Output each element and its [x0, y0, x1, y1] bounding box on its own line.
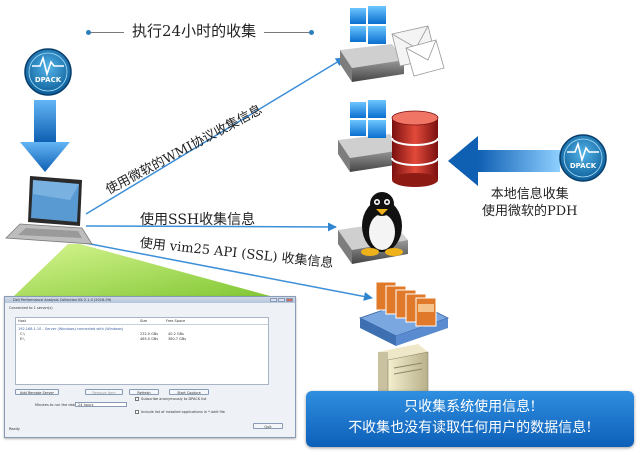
local-collection-label: 本地信息收集 使用微软的PDH — [482, 186, 578, 220]
table-row-host[interactable]: E:\ — [20, 337, 25, 341]
add-server-button[interactable]: Add Remote Server — [15, 389, 59, 395]
refresh-button[interactable]: Refresh — [129, 389, 159, 395]
include-apps-label: Include list of installed applications i… — [141, 410, 225, 414]
tux-penguin-icon — [361, 192, 403, 256]
start-capture-button[interactable]: Start Capture — [169, 389, 209, 395]
subscribe-checkbox[interactable] — [135, 397, 139, 401]
status-text: Ready — [9, 427, 20, 431]
column-size: Size — [140, 319, 148, 323]
privacy-callout: 只收集系统使用信息! 不收集也没有读取任何用户的数据信息! — [306, 391, 634, 447]
mail-icon — [391, 25, 445, 77]
include-apps-checkbox[interactable] — [135, 410, 139, 414]
maximize-button[interactable] — [278, 298, 285, 302]
wmi-connector-line — [85, 57, 345, 215]
quit-button[interactable]: Quit — [253, 423, 283, 429]
dpack-logo-left — [24, 48, 72, 96]
table-row-size: 465.0 GBs — [140, 337, 159, 341]
callout-line1: 只收集系统使用信息! — [404, 399, 536, 415]
ssh-label: 使用SSH收集信息 — [140, 212, 256, 228]
duration-label: Minutes to run the data — [35, 403, 77, 407]
down-arrow-icon — [20, 100, 70, 172]
subscribe-label: Subscribe anonymously to DPACK list — [141, 397, 207, 401]
close-button[interactable] — [286, 298, 293, 302]
dpack-logo-text-left: DPACK — [34, 76, 62, 84]
minimize-button[interactable] — [270, 298, 277, 302]
table-row[interactable]: 192.168.1.10 - Server (Windows) connecte… — [18, 327, 124, 331]
app-menubar: Connected to 1 server(s) — [9, 306, 53, 310]
banner-dot-left — [86, 30, 91, 35]
vim25-connector-line — [79, 241, 373, 301]
database-icon — [391, 110, 439, 187]
table-row-free: 380.7 GBs — [168, 337, 187, 341]
server-list-panel: Host Size Free Space 192.168.1.10 - Serv… — [15, 317, 269, 385]
vm-cards-icon — [375, 281, 437, 327]
duration-select[interactable]: 24 hours — [75, 402, 127, 407]
remove-item-button[interactable]: Remove Item — [85, 389, 123, 395]
banner-title: 执行24小时的收集 — [124, 20, 265, 41]
vmware-host-icon — [358, 281, 450, 405]
dpack-logo-text-right: DPACK — [569, 162, 597, 170]
windows-mail-server-icon — [340, 6, 445, 82]
callout-line2: 不收集也没有读取任何用户的数据信息! — [348, 420, 592, 436]
column-host: Host — [18, 319, 26, 323]
window-controls — [269, 298, 293, 302]
app-titlebar: Dell Performance Analysis Collection Kit… — [5, 297, 295, 303]
dpack-app-window: Dell Performance Analysis Collection Kit… — [4, 296, 296, 438]
dpack-logo-right — [559, 134, 607, 182]
table-row-free: 40.2 GBs — [168, 332, 184, 336]
banner-dot-right — [309, 30, 314, 35]
column-free-space: Free Space — [166, 319, 186, 323]
table-row-host[interactable]: C:\ — [20, 332, 25, 336]
green-highlight-wedge — [14, 244, 270, 296]
laptop-icon — [5, 176, 93, 245]
table-row-size: 232.0 GBs — [140, 332, 159, 336]
left-arrow-icon — [448, 136, 560, 186]
linux-server-icon — [338, 192, 408, 264]
app-title: Dell Performance Analysis Collection Kit… — [13, 298, 112, 302]
windows-database-server-icon — [338, 100, 439, 187]
local-collection-line1: 本地信息收集 — [490, 187, 569, 202]
ssh-connector-line — [85, 222, 337, 232]
local-collection-line2: 使用微软的PDH — [482, 204, 578, 219]
